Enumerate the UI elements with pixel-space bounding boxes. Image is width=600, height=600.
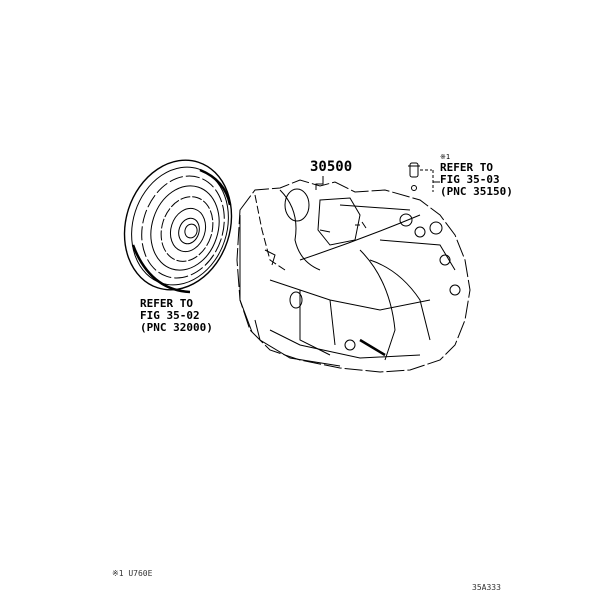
callout-plug-ref[interactable]: REFER TO FIG 35-03 (PNC 35150) — [440, 162, 513, 198]
figure-code: 35A333 — [472, 583, 501, 592]
drain-plug-illustration — [408, 162, 420, 191]
transaxle-illustration — [236, 179, 471, 373]
footnote: ※1 U760E — [112, 569, 153, 578]
callout-line: REFER TO — [140, 297, 193, 310]
callout-line: (PNC 32000) — [140, 321, 213, 334]
callout-line: FIG 35-02 — [140, 309, 200, 322]
callout-torque-converter-ref[interactable]: REFER TO FIG 35-02 (PNC 32000) — [140, 298, 213, 334]
plug-leader-line — [420, 169, 434, 192]
callout-marker: ※1 — [440, 153, 451, 161]
callout-line: REFER TO — [440, 161, 493, 174]
callout-line: FIG 35-03 — [440, 173, 500, 186]
torque-converter-illustration — [123, 159, 233, 294]
part-number-label[interactable]: 30500 — [310, 159, 353, 175]
part-leader-line — [315, 176, 324, 190]
callout-line: (PNC 35150) — [440, 185, 513, 198]
